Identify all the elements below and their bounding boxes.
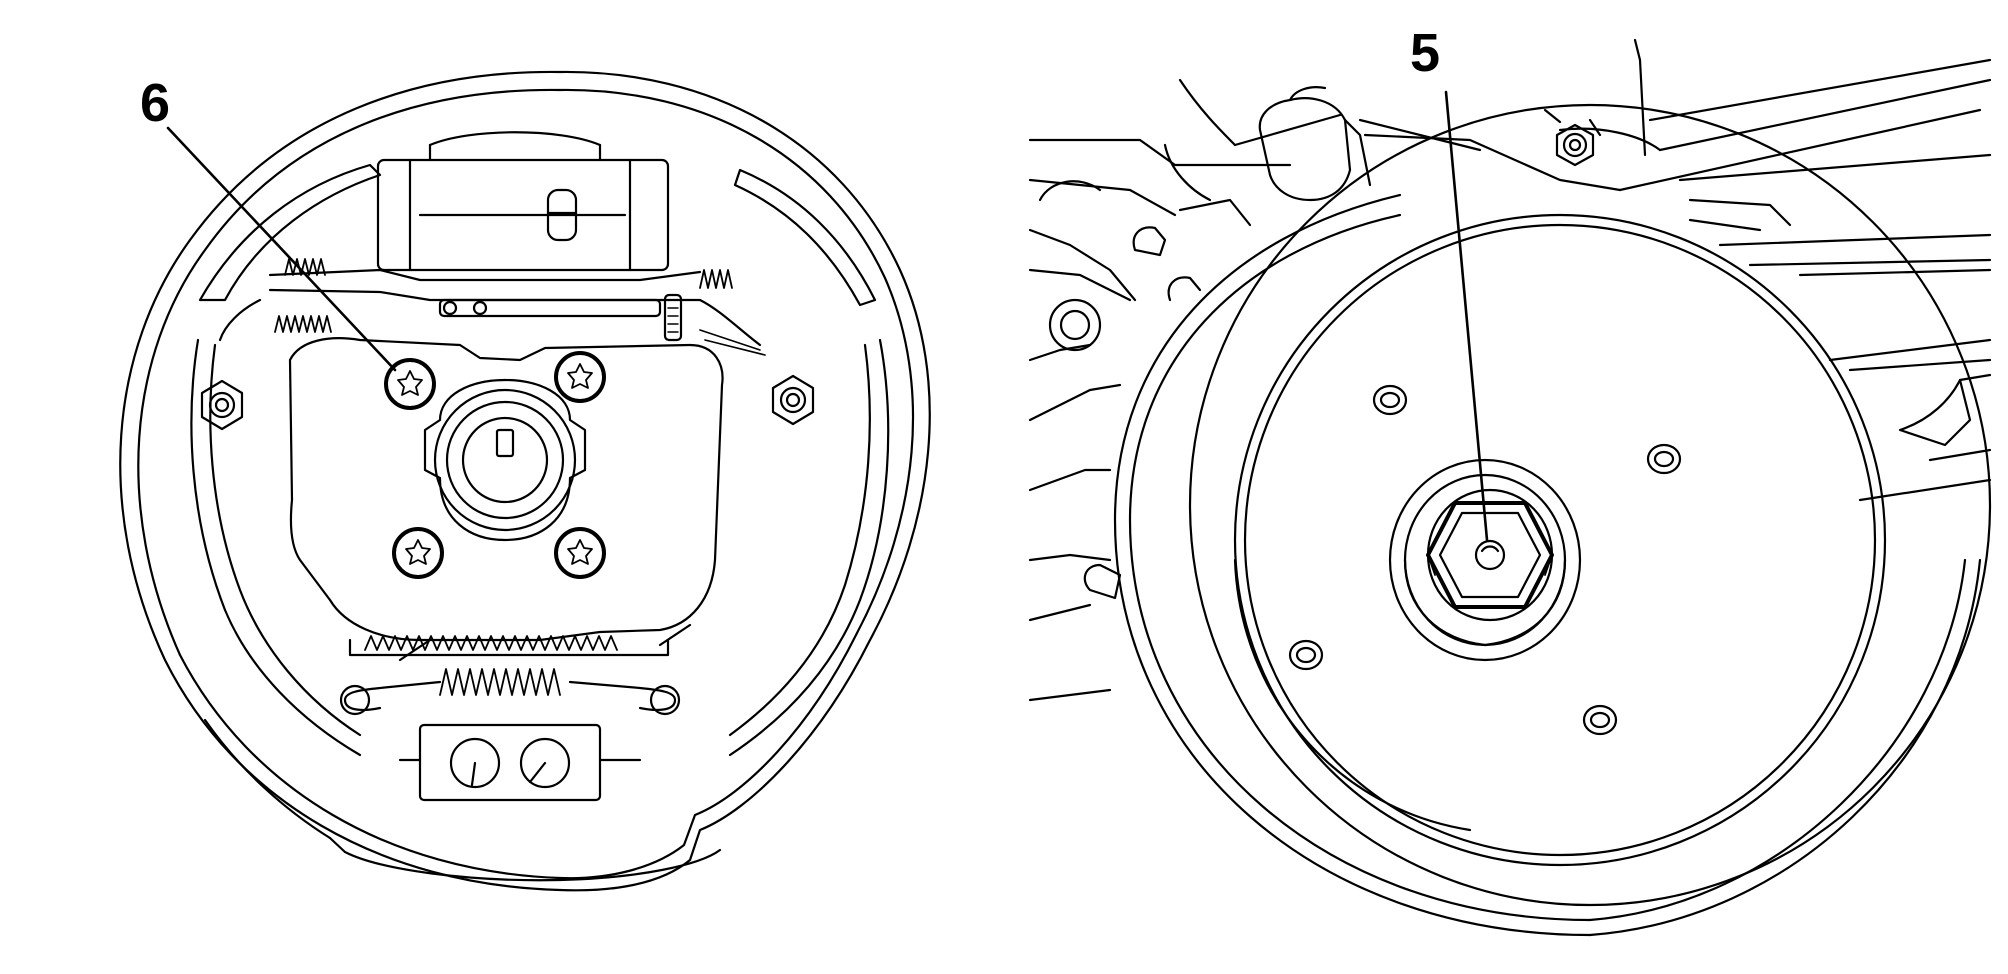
- hex-nut-icon: [202, 381, 242, 429]
- bolt-icon: [394, 529, 442, 577]
- axle-background: [1030, 40, 1990, 700]
- hex-nut-icon: [773, 376, 813, 424]
- hub-nut-icon: [1428, 503, 1552, 607]
- mounting-bolt-group: [386, 353, 604, 577]
- bolt-icon: [556, 353, 604, 401]
- hub-bearing: [425, 380, 585, 540]
- leader-line-5: [1446, 92, 1487, 540]
- callout-label-5: 5: [1410, 23, 1441, 83]
- brake-backing-plate: [120, 72, 930, 890]
- bolt-icon: [386, 360, 434, 408]
- stud-hole-icon: [1648, 445, 1680, 473]
- stud-hole-icon: [1290, 641, 1322, 669]
- stud-hole-icon: [1374, 386, 1406, 414]
- callout-label-6: 6: [140, 73, 171, 133]
- stud-hole-icon: [1584, 706, 1616, 734]
- leader-line-6: [168, 128, 395, 370]
- bolt-icon: [556, 529, 604, 577]
- hex-nut-icon: [1557, 125, 1593, 165]
- brake-drum: [1115, 105, 1990, 935]
